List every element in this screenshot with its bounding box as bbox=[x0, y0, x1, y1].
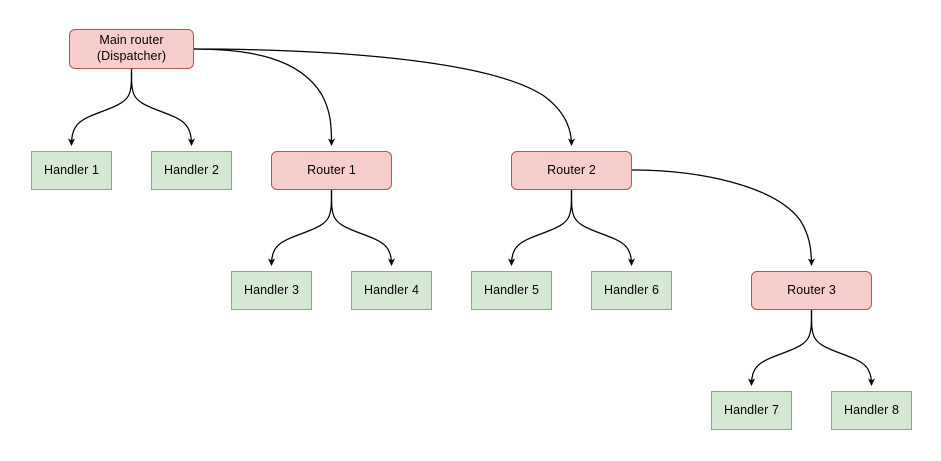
node-label-handler-2: Handler 2 bbox=[163, 162, 220, 177]
node-router-2[interactable]: Router 2 bbox=[511, 151, 632, 190]
node-label-router-1: Router 1 bbox=[307, 162, 356, 177]
edge-router-1-to-handler-4 bbox=[330, 189, 395, 267]
node-label-handler-8: Handler 8 bbox=[843, 402, 900, 417]
node-label-router-2: Router 2 bbox=[547, 162, 596, 177]
edge-router-3-to-handler-8 bbox=[810, 309, 875, 387]
node-label-handler-3: Handler 3 bbox=[243, 282, 300, 297]
node-handler-1[interactable]: Handler 1 bbox=[31, 151, 112, 190]
node-label-router-3: Router 3 bbox=[787, 282, 836, 297]
node-label-handler-5: Handler 5 bbox=[483, 282, 540, 297]
edge-router-3-to-handler-7 bbox=[748, 309, 813, 387]
edge-router-1-to-handler-3 bbox=[268, 189, 333, 267]
node-main-router[interactable]: Main router (Dispatcher) bbox=[69, 29, 194, 69]
node-handler-6[interactable]: Handler 6 bbox=[591, 271, 672, 310]
edge-router-2-to-handler-5 bbox=[508, 189, 573, 267]
node-label-handler-6: Handler 6 bbox=[603, 282, 660, 297]
node-label-main-router: Main router (Dispatcher) bbox=[96, 33, 167, 63]
node-label-handler-1: Handler 1 bbox=[43, 162, 100, 177]
node-label-handler-7: Handler 7 bbox=[723, 402, 780, 417]
node-router-3[interactable]: Router 3 bbox=[751, 271, 872, 310]
node-handler-4[interactable]: Handler 4 bbox=[351, 271, 432, 310]
edge-main-router-to-handler-2 bbox=[130, 68, 195, 147]
node-label-handler-4: Handler 4 bbox=[363, 282, 420, 297]
node-handler-2[interactable]: Handler 2 bbox=[151, 151, 232, 190]
edge-router-2-to-handler-6 bbox=[570, 189, 635, 267]
node-handler-3[interactable]: Handler 3 bbox=[231, 271, 312, 310]
edge-router-2-to-router-3 bbox=[631, 169, 815, 267]
node-router-1[interactable]: Router 1 bbox=[271, 151, 392, 190]
edge-main-router-to-handler-1 bbox=[68, 68, 133, 147]
node-handler-7[interactable]: Handler 7 bbox=[711, 391, 792, 430]
node-handler-8[interactable]: Handler 8 bbox=[831, 391, 912, 430]
node-handler-5[interactable]: Handler 5 bbox=[471, 271, 552, 310]
edge-main-router-to-router-2 bbox=[193, 48, 575, 147]
edge-main-router-to-router-1 bbox=[193, 48, 335, 147]
